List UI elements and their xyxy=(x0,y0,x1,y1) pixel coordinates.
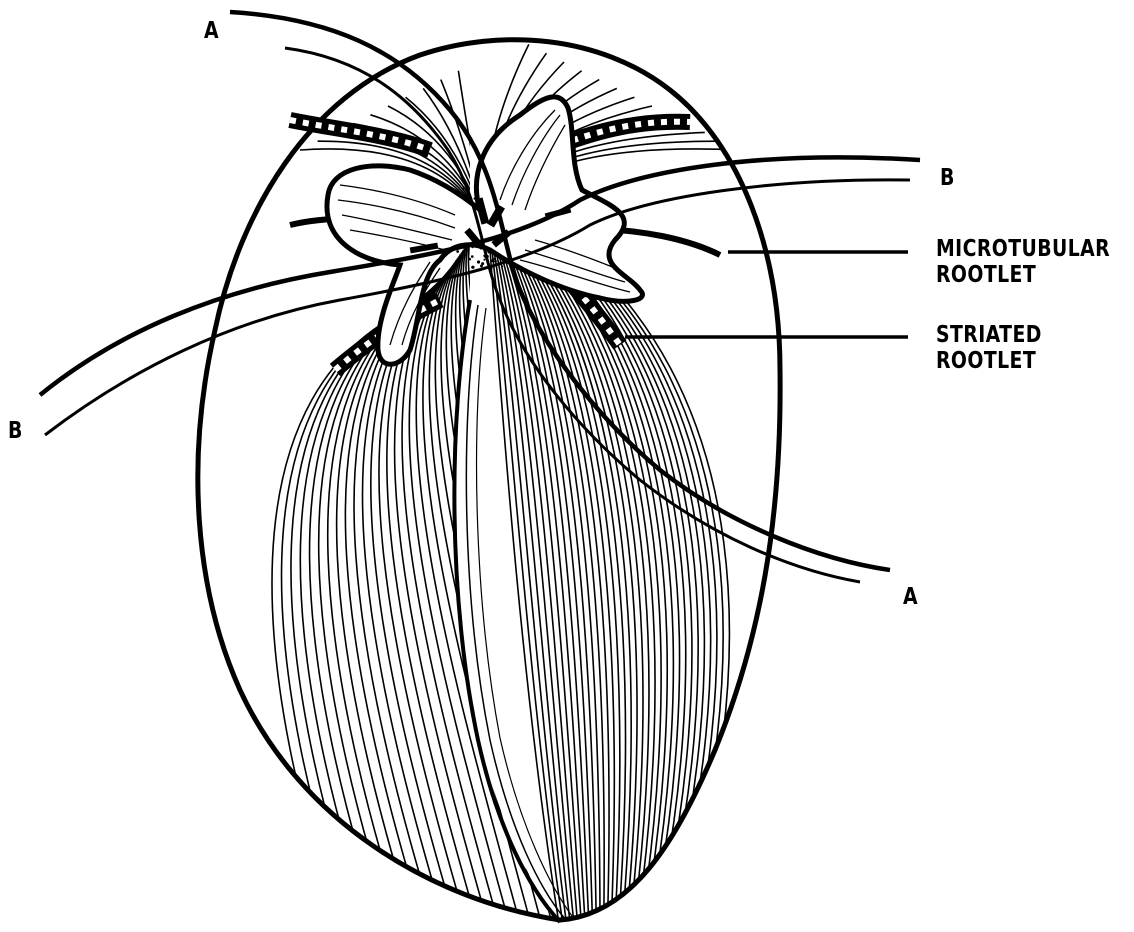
label-microtubular-line1: MICROTUBULAR xyxy=(936,236,1110,262)
label-flagellum-a-bottom: A xyxy=(903,584,918,610)
label-flagellum-b-left: B xyxy=(8,418,23,444)
label-flagellum-b-right: B xyxy=(940,165,955,191)
label-microtubular-line2: ROOTLET xyxy=(936,262,1110,288)
label-striated-line2: ROOTLET xyxy=(936,348,1042,374)
label-striated-line1: STRIATED xyxy=(936,322,1042,348)
label-flagellum-a-top: A xyxy=(204,18,219,44)
label-microtubular-rootlet: MICROTUBULAR ROOTLET xyxy=(936,236,1110,288)
label-striated-rootlet: STRIATED ROOTLET xyxy=(936,322,1042,374)
